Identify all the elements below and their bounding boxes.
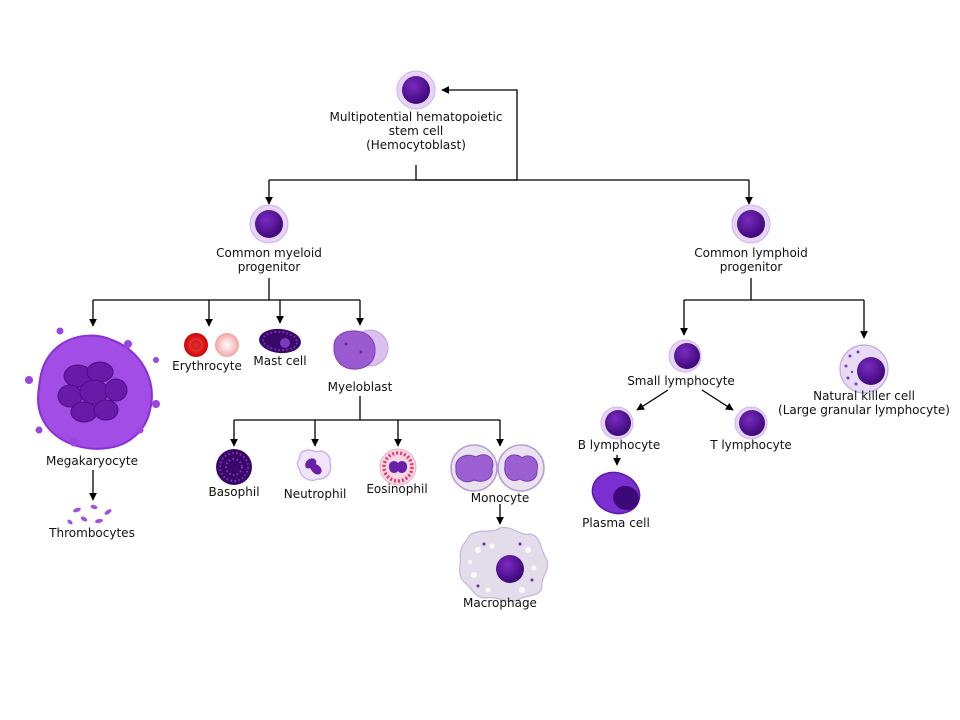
nk-cell-label: Natural killer cell (Large granular lymp… xyxy=(778,389,950,417)
nk-cell-label-line2: (Large granular lymphocyte) xyxy=(778,403,950,417)
myeloid-progenitor-label-line2: progenitor xyxy=(237,260,301,274)
myeloid-progenitor-icon xyxy=(249,204,289,244)
thrombocytes-label: Thrombocytes xyxy=(49,526,135,540)
plasma-cell-label: Plasma cell xyxy=(582,516,650,530)
stem-cell-label-line3: (Hemocytoblast) xyxy=(366,138,466,152)
thrombocytes-icon xyxy=(67,504,112,525)
connector-lines xyxy=(89,86,868,525)
eosinophil-icon xyxy=(379,448,417,486)
myeloblast-label: Myeloblast xyxy=(327,380,393,394)
macrophage-label: Macrophage xyxy=(463,596,537,610)
lymphoid-progenitor-label-line1: Common lymphoid xyxy=(694,246,808,260)
plasma-cell-icon xyxy=(591,471,641,515)
lymphoid-progenitor-label-line2: progenitor xyxy=(719,260,783,274)
myeloid-progenitor-label-line1: Common myeloid xyxy=(216,246,322,260)
stem-cell-icon xyxy=(396,70,436,110)
myeloblast-icon xyxy=(333,329,389,370)
nk-cell-icon xyxy=(839,344,889,394)
basophil-label: Basophil xyxy=(208,485,260,499)
lymphoid-progenitor-icon xyxy=(731,204,771,244)
neutrophil-icon xyxy=(296,449,332,481)
lymphoid-progenitor-label: Common lymphoid progenitor xyxy=(694,246,808,274)
mast-cell-icon xyxy=(259,328,301,354)
neutrophil-label: Neutrophil xyxy=(283,487,347,501)
t-lymphocyte-label: T lymphocyte xyxy=(710,438,792,452)
stem-cell-label-line2: stem cell xyxy=(388,124,444,138)
eosinophil-label: Eosinophil xyxy=(366,482,428,496)
small-lymphocyte-label: Small lymphocyte xyxy=(627,374,735,388)
mast-cell-label: Mast cell xyxy=(253,354,307,368)
b-lymphocyte-icon xyxy=(600,406,634,440)
t-lymphocyte-icon xyxy=(734,406,768,440)
erythrocyte-label: Erythrocyte xyxy=(172,359,242,373)
b-lymphocyte-label: B lymphocyte xyxy=(577,438,661,452)
megakaryocyte-label: Megakaryocyte xyxy=(46,454,138,468)
stem-cell-label: Multipotential hematopoietic stem cell (… xyxy=(330,110,503,152)
megakaryocyte-icon xyxy=(25,327,160,450)
myeloid-progenitor-label: Common myeloid progenitor xyxy=(216,246,322,274)
stem-cell-label-line1: Multipotential hematopoietic xyxy=(329,110,503,124)
monocyte-label: Monocyte xyxy=(470,491,530,505)
nk-cell-label-line1: Natural killer cell xyxy=(813,389,915,403)
basophil-icon xyxy=(216,449,252,485)
macrophage-icon xyxy=(459,526,549,602)
small-lymphocyte-icon xyxy=(668,339,702,373)
erythrocyte-icon xyxy=(184,333,239,357)
monocyte-icon xyxy=(450,444,545,492)
